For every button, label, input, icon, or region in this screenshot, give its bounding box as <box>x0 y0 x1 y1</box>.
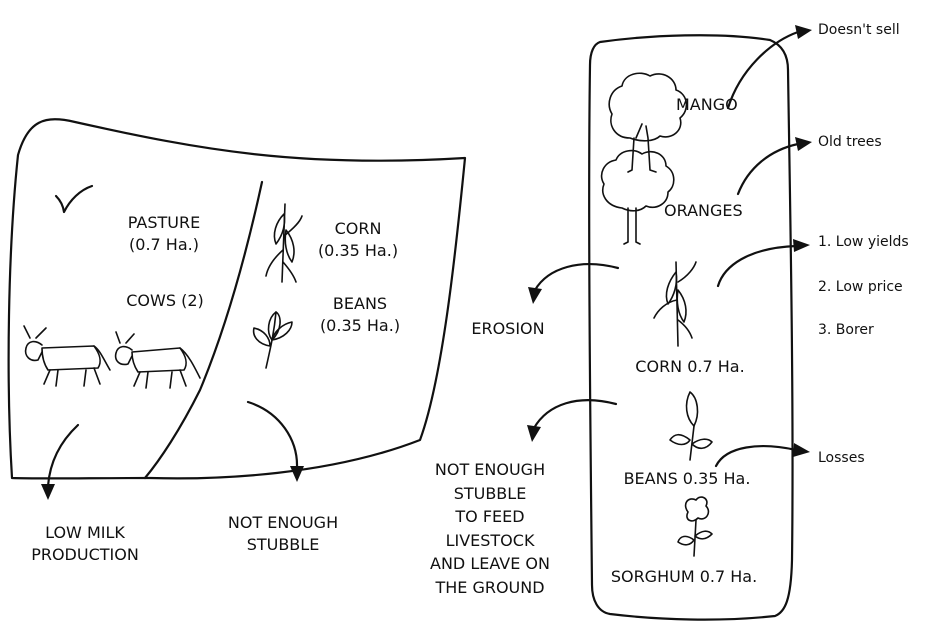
stubble-right-line-2: STUBBLE <box>400 482 580 506</box>
low-milk-line-1: LOW MILK <box>0 522 170 544</box>
grass-icon <box>56 186 92 212</box>
beans-right-label: BEANS 0.35 Ha. <box>592 468 782 490</box>
stubble-right-label: NOT ENOUGH STUBBLE TO FEED LIVESTOCK AND… <box>400 458 580 599</box>
corn-left-label: CORN (0.35 Ha.) <box>308 218 408 262</box>
stubble-left-label: NOT ENOUGH STUBBLE <box>198 512 368 556</box>
pasture-label: PASTURE (0.7 Ha.) <box>94 212 234 256</box>
arrow-beans-stubble <box>534 400 616 428</box>
beans-note: Losses <box>818 450 865 466</box>
bean-plant-icon-left <box>254 312 292 368</box>
corn-note-1: 1. Low yields <box>818 234 909 250</box>
oranges-label: ORANGES <box>664 200 743 222</box>
arrow-corn-problems <box>718 246 796 286</box>
corn-left-area: (0.35 Ha.) <box>308 240 408 262</box>
stubble-right-line-1: NOT ENOUGH <box>400 458 580 482</box>
mango-label: MANGO <box>676 94 738 116</box>
cow-icon-1 <box>24 326 110 386</box>
corn-note-2: 2. Low price <box>818 279 903 295</box>
mango-tree-icon <box>609 73 686 172</box>
sorghum-label: SORGHUM 0.7 Ha. <box>586 566 782 588</box>
stubble-right-line-6: THE GROUND <box>400 576 580 600</box>
arrow-not-enough-stubble-left <box>248 402 297 468</box>
stubble-right-line-3: TO FEED <box>400 505 580 529</box>
arrow-low-milk <box>48 425 78 486</box>
beans-left-name: BEANS <box>310 293 410 315</box>
beans-left-area: (0.35 Ha.) <box>310 315 410 337</box>
arrow-corn-erosion <box>535 264 618 290</box>
cow-icon-2 <box>116 332 200 388</box>
mango-note: Doesn't sell <box>818 22 900 38</box>
corn-plant-icon-left <box>266 204 302 282</box>
beans-left-label: BEANS (0.35 Ha.) <box>310 293 410 337</box>
low-milk-label: LOW MILK PRODUCTION <box>0 522 170 566</box>
cows-label: COWS (2) <box>90 290 240 312</box>
orange-tree-icon <box>602 151 674 244</box>
oranges-note: Old trees <box>818 134 882 150</box>
sorghum-plant-icon <box>678 497 712 556</box>
corn-note-3: 3. Borer <box>818 322 874 338</box>
corn-right-label: CORN 0.7 Ha. <box>610 356 770 378</box>
right-plot-outline <box>589 35 792 619</box>
corn-left-name: CORN <box>308 218 408 240</box>
stubble-right-line-5: AND LEAVE ON <box>400 552 580 576</box>
stubble-left-line-1: NOT ENOUGH <box>198 512 368 534</box>
bean-plant-icon-right <box>670 392 712 460</box>
low-milk-line-2: PRODUCTION <box>0 544 170 566</box>
pasture-name: PASTURE <box>94 212 234 234</box>
arrow-beans-losses <box>716 446 796 466</box>
corn-plant-icon-right <box>654 262 696 346</box>
stubble-right-line-4: LIVESTOCK <box>400 529 580 553</box>
pasture-area: (0.7 Ha.) <box>94 234 234 256</box>
stubble-left-line-2: STUBBLE <box>198 534 368 556</box>
erosion-label: EROSION <box>448 318 568 340</box>
